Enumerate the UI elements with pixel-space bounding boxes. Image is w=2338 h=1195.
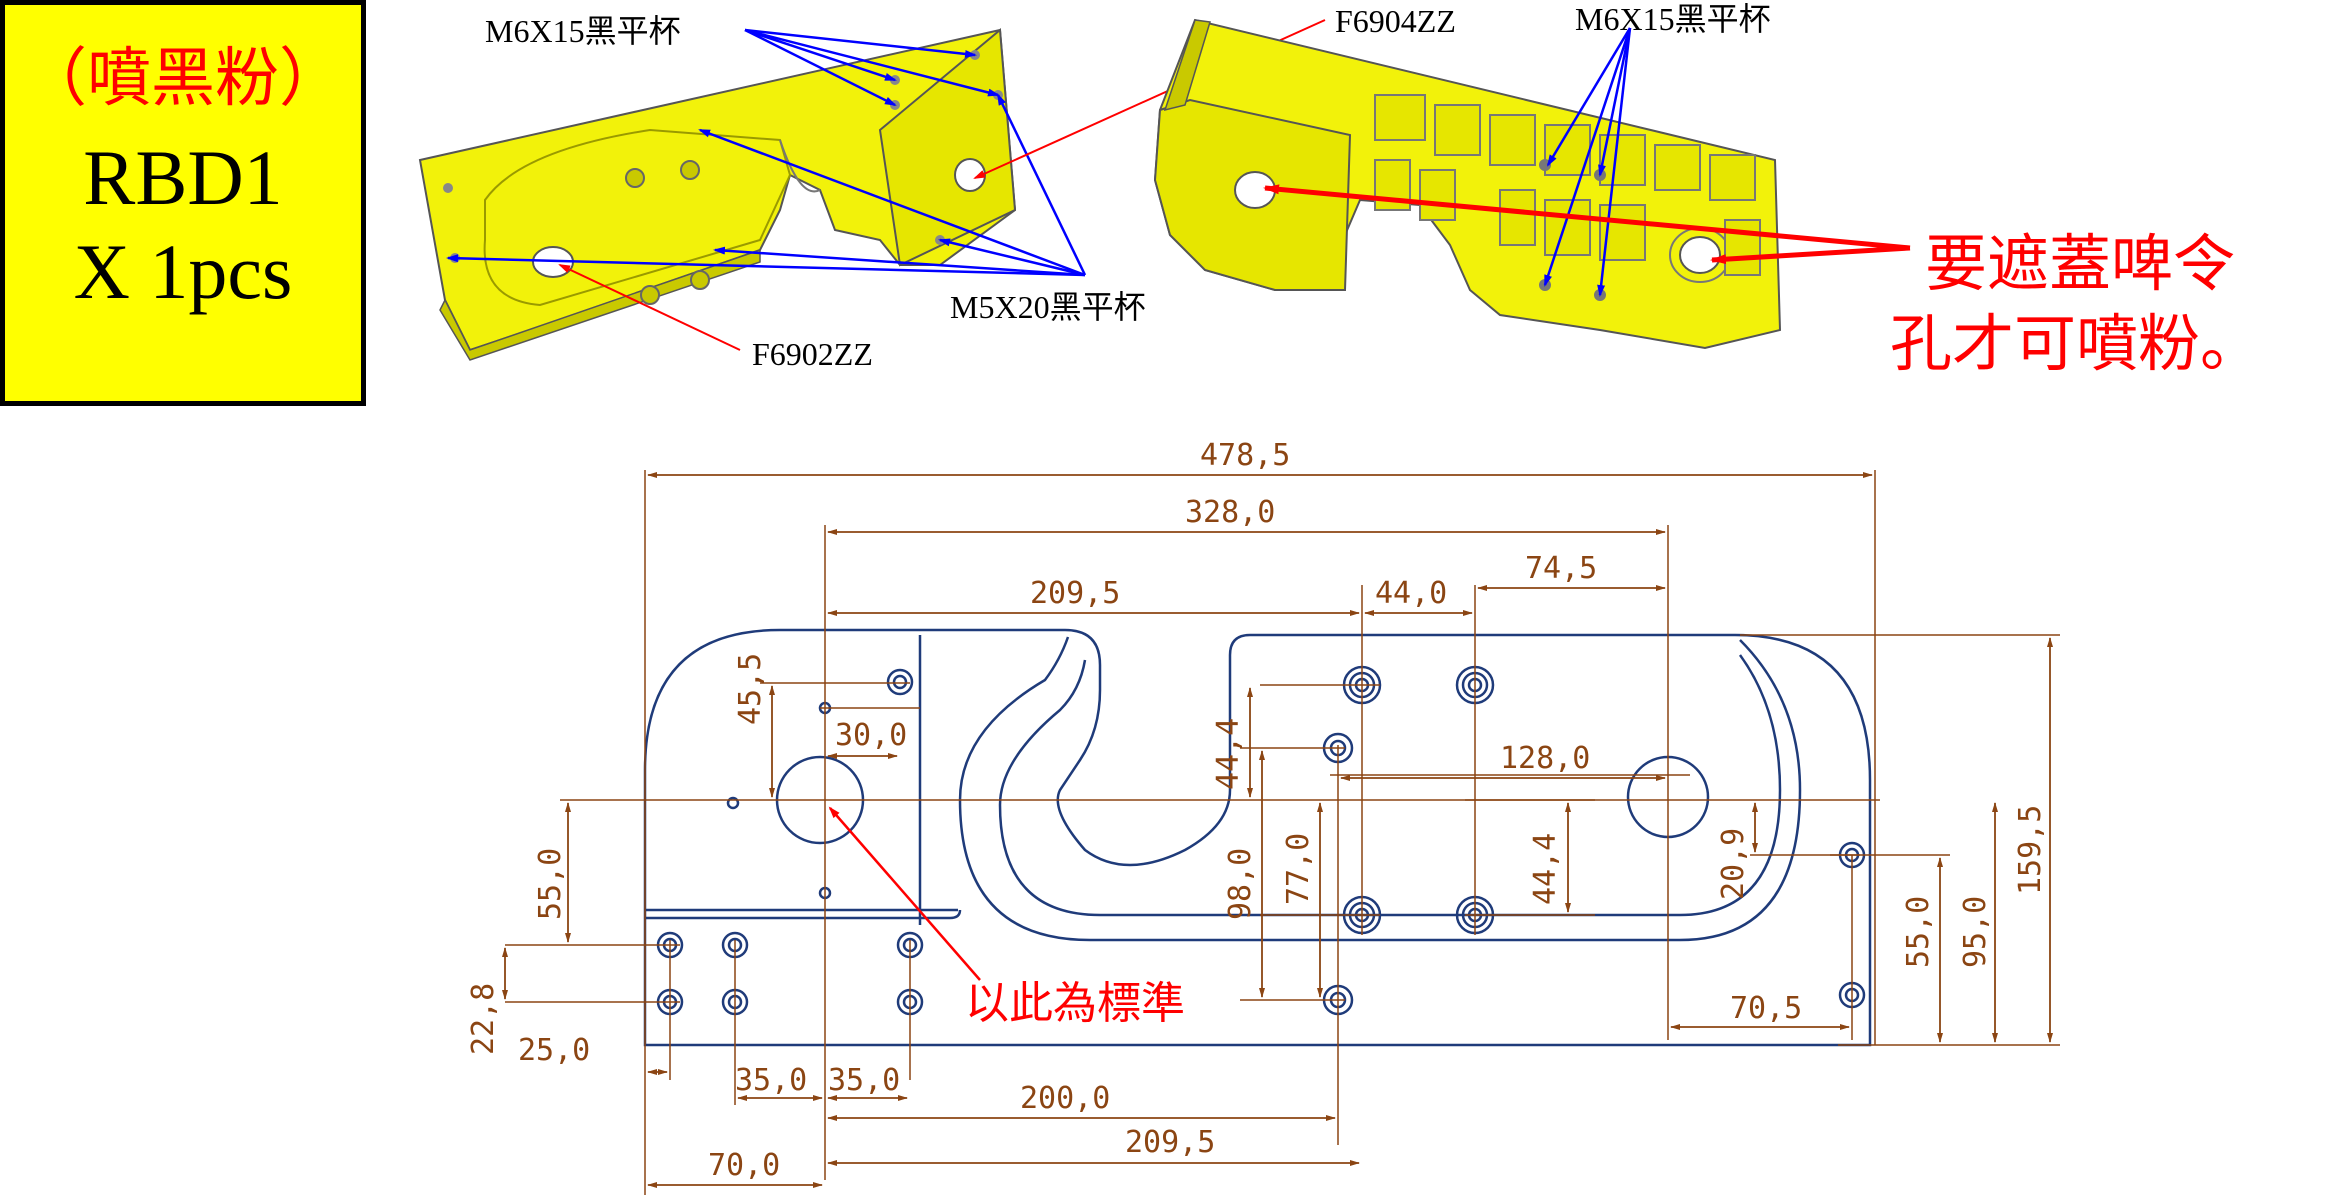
- dim-200: 200,0: [1020, 1081, 1110, 1116]
- dim-70-bottom: 70,0: [708, 1148, 780, 1183]
- dimension-lines: [502, 472, 2053, 1188]
- callout-bearing-left: F6902ZZ: [752, 336, 873, 372]
- mask-note-line2: 孔才可噴粉。: [1890, 307, 2262, 380]
- dim-44-vert-top: 44,4: [1211, 718, 1246, 790]
- dim-70-right: 70,5: [1730, 991, 1802, 1026]
- dim-45: 45,5: [733, 653, 768, 725]
- right-part-callout-lines: [1543, 27, 1632, 297]
- dim-25: 25,0: [518, 1033, 590, 1068]
- dim-20: 20,9: [1716, 828, 1751, 900]
- dim-128: 128,0: [1500, 741, 1590, 776]
- reference-note: 以此為標準: [965, 978, 1185, 1029]
- dim-44: 44,0: [1375, 576, 1447, 611]
- dim-44-vert-mid: 44,4: [1528, 833, 1563, 905]
- mask-note-arrows: [1263, 184, 1911, 265]
- dim-77: 77,0: [1281, 833, 1316, 905]
- reference-arrow: [828, 806, 981, 981]
- dim-74: 74,5: [1525, 551, 1597, 586]
- part-outline-2d: [643, 628, 1872, 1047]
- part-title-box: （噴黑粉） RBD1 X 1pcs: [0, 0, 366, 406]
- part-code: RBD1: [83, 134, 283, 221]
- mask-note-line1: 要遮蓋啤令: [1925, 227, 2235, 300]
- callout-bearing-right: F6904ZZ: [1335, 3, 1456, 39]
- dim-35b: 35,0: [828, 1063, 900, 1098]
- callout-left-screw-top: M6X15黑平杯: [485, 13, 681, 49]
- dim-209-top: 209,5: [1030, 576, 1120, 611]
- dim-35a: 35,0: [735, 1063, 807, 1098]
- dim-22: 22,8: [466, 983, 501, 1055]
- left-part-callout-lines: [446, 28, 1087, 277]
- dim-95: 95,0: [1958, 896, 1993, 968]
- dim-159: 159,5: [2013, 805, 2048, 895]
- callout-left-screw-bottom: M5X20黑平杯: [950, 289, 1146, 325]
- part-quantity: X 1pcs: [73, 228, 293, 315]
- coating-note: （噴黑粉）: [23, 42, 343, 116]
- callout-right-screw-top: M6X15黑平杯: [1575, 1, 1771, 37]
- left-part-3d-view: [418, 28, 1017, 361]
- dim-overall-width: 478,5: [1200, 438, 1290, 473]
- dim-30: 30,0: [835, 718, 907, 753]
- dim-98: 98,0: [1223, 848, 1258, 920]
- dim-55-left: 55,0: [533, 848, 568, 920]
- dim-55-right: 55,0: [1901, 896, 1936, 968]
- dim-328: 328,0: [1185, 495, 1275, 530]
- dim-209-bottom: 209,5: [1125, 1125, 1215, 1160]
- right-part-3d-view: [1153, 18, 1782, 350]
